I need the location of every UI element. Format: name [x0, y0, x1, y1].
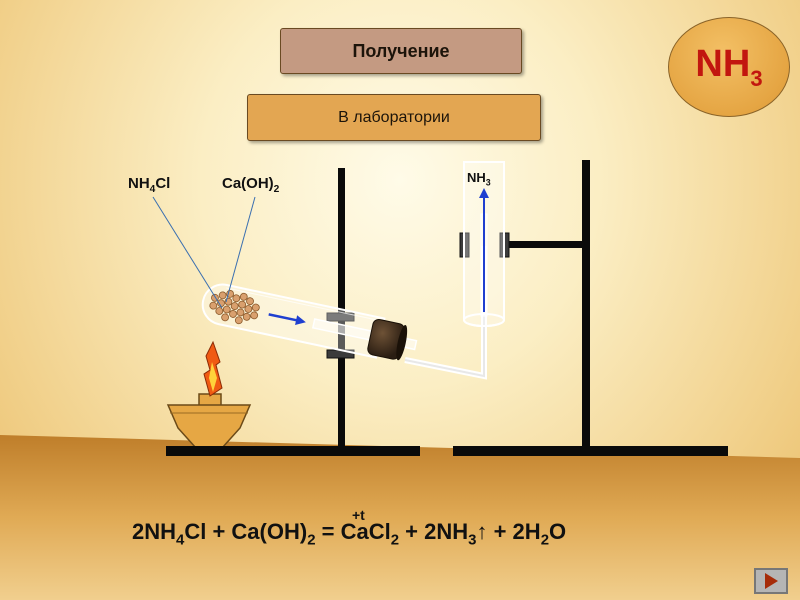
label-nh3: NH3 [467, 170, 491, 188]
flame-inner [209, 362, 217, 392]
subtitle-text: В лаборатории [338, 108, 450, 126]
leader-line-caoh2 [225, 196, 256, 303]
reagent-granules [209, 289, 260, 325]
title-box: Получение [280, 28, 522, 74]
gas-flow-arrow [268, 313, 299, 322]
ammonia-arrowhead [479, 188, 489, 198]
reaction-equation: 2NH4Cl + Ca(OH)2 = CaCl2 + 2NH3↑ + 2H2O [132, 519, 567, 549]
right-stand-rod [582, 160, 590, 452]
right-stand-arm [504, 241, 586, 248]
formula-badge: NH3 [668, 17, 790, 117]
left-stand-base [166, 446, 420, 456]
label-nh4cl: NH4Cl [128, 175, 171, 195]
label-caoh2: Ca(OH)2 [222, 175, 280, 195]
collection-tube [463, 161, 505, 327]
subtitle-box: В лаборатории [247, 94, 541, 141]
title-text: Получение [352, 40, 450, 61]
spirit-lamp [166, 393, 252, 449]
reaction-condition: +t [352, 507, 365, 523]
stopper-end [396, 324, 408, 361]
table-surface [0, 435, 800, 600]
flame [203, 340, 223, 397]
play-arrow-icon [764, 573, 778, 589]
reaction-tube [201, 283, 418, 361]
right-stand-base [453, 446, 728, 456]
gas-flow-arrowhead [295, 315, 306, 326]
badge-formula: NH3 [695, 42, 763, 91]
left-clamp-top [326, 312, 355, 322]
next-slide-button[interactable] [754, 568, 788, 594]
leader-line-nh4cl [152, 196, 223, 309]
